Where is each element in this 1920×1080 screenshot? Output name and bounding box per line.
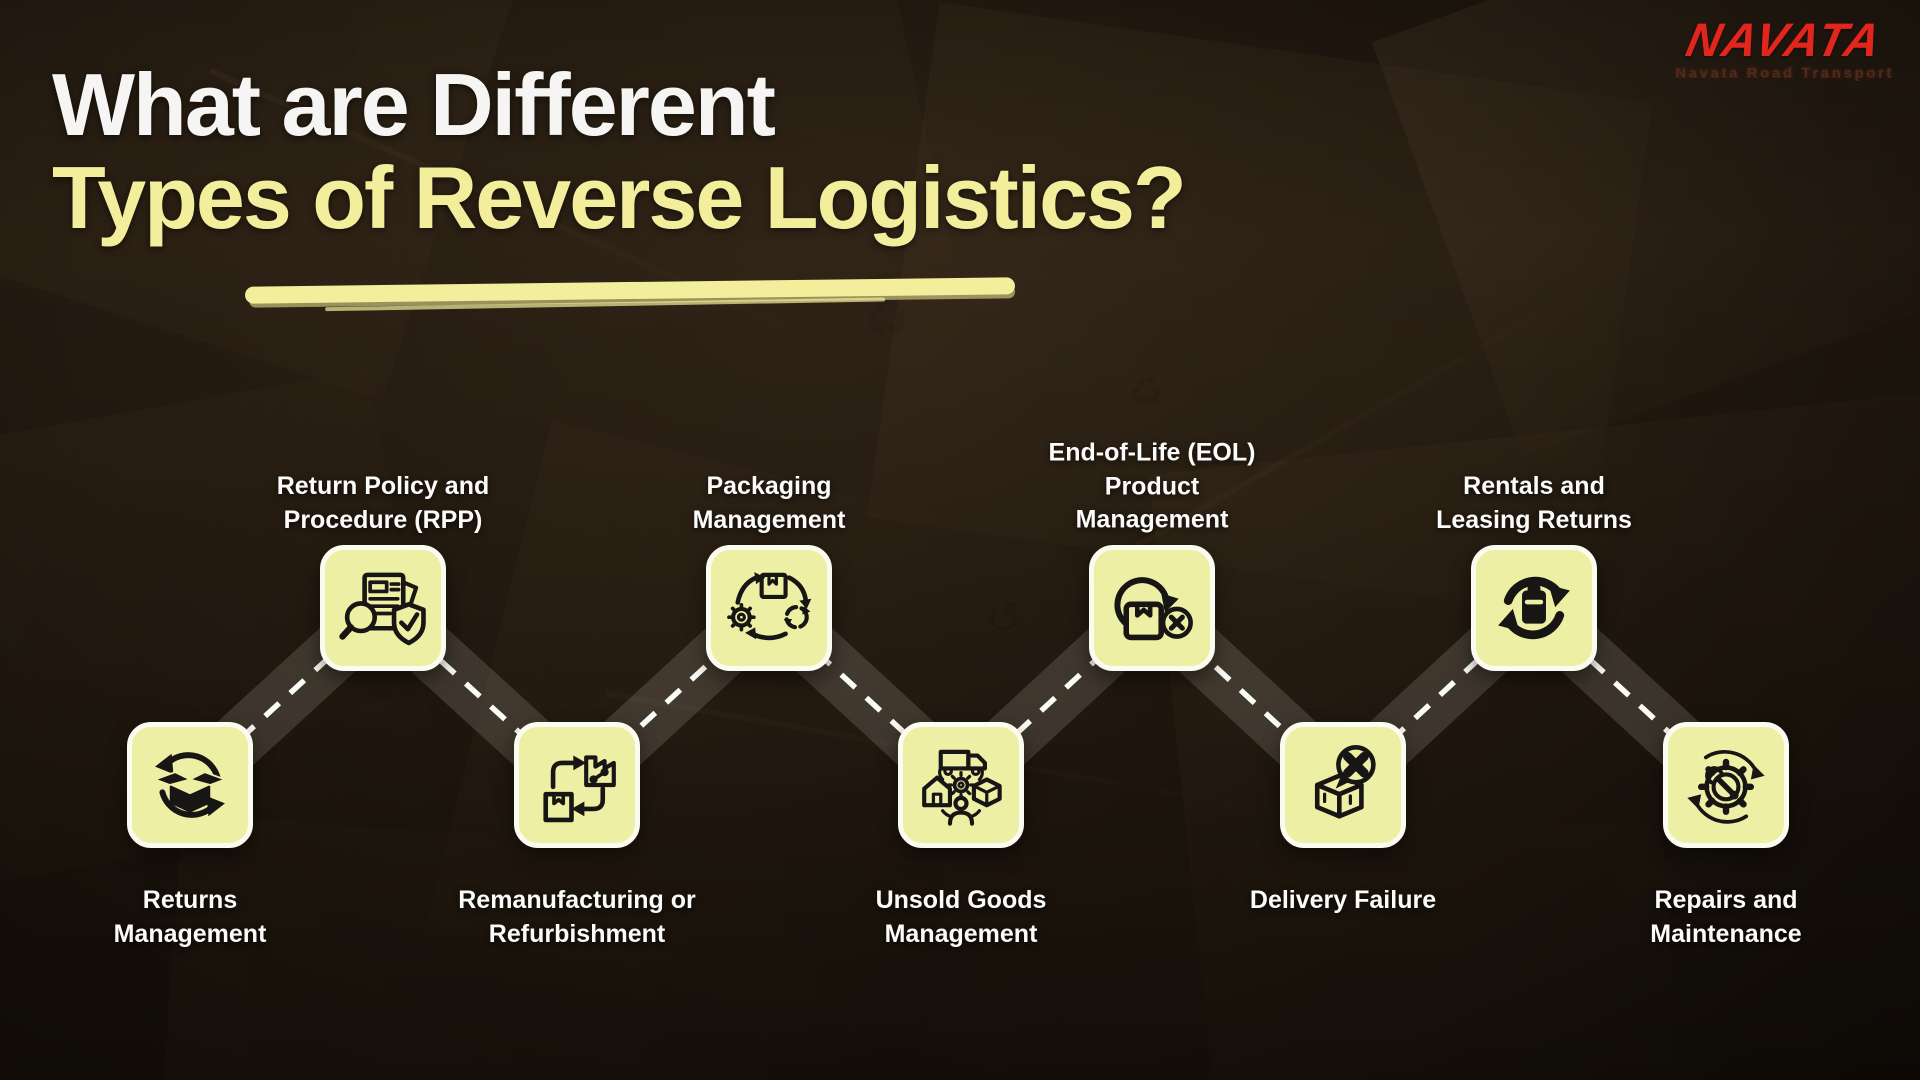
tile-unsold-goods-management [898, 722, 1024, 848]
box-factory-cycle-icon [543, 755, 616, 823]
label-packaging-management: Packaging Management [692, 472, 846, 534]
label-remanufacturing-refurbishment: Remanufacturing or Refurbishment [458, 886, 696, 948]
label-returns-management: Returns Management [113, 886, 267, 948]
document-inspection-shield-icon [339, 572, 426, 646]
box-error-bubble-icon [1314, 744, 1376, 819]
logo: NAVATA Navata Road Transport [1675, 13, 1894, 82]
brand-tagline: Navata Road Transport [1675, 65, 1894, 82]
label-return-policy-procedure: Return Policy and Procedure (RPP) [276, 472, 490, 534]
label-rentals-leasing-returns: Rentals and Leasing Returns [1436, 472, 1632, 534]
brand-wordmark: NAVATA [1682, 13, 1888, 66]
label-eol-product-management: End-of-Life (EOL) Product Management [1048, 438, 1256, 534]
tile-packaging-management [706, 545, 832, 671]
tile-remanufacturing-refurbishment [514, 722, 640, 848]
tile-delivery-failure [1280, 722, 1406, 848]
tile-eol-product-management [1089, 545, 1215, 671]
label-repairs-maintenance: Repairs and Maintenance [1650, 886, 1802, 948]
tile-rentals-leasing-returns [1471, 545, 1597, 671]
gear-wrench-cycle-icon [1687, 749, 1765, 824]
box-return-cycle-icon [154, 752, 226, 818]
package-renewal-arrows-icon [1498, 576, 1570, 640]
tile-return-policy-procedure [320, 545, 446, 671]
box-gear-recycle-cycle-icon [727, 572, 812, 641]
label-delivery-failure: Delivery Failure [1249, 886, 1437, 914]
title-line-2: Types of Reverse Logistics? [52, 148, 1187, 248]
tile-repairs-maintenance [1663, 722, 1789, 848]
label-unsold-goods-management: Unsold Goods Management [875, 886, 1047, 948]
distribution-network-icon [922, 749, 1002, 826]
box-refresh-cancel-icon [1114, 577, 1193, 641]
title-line-1: What are Different [52, 55, 776, 154]
page-title: What are Different Types of Reverse Logi… [52, 55, 1187, 248]
tile-returns-management [127, 722, 253, 848]
